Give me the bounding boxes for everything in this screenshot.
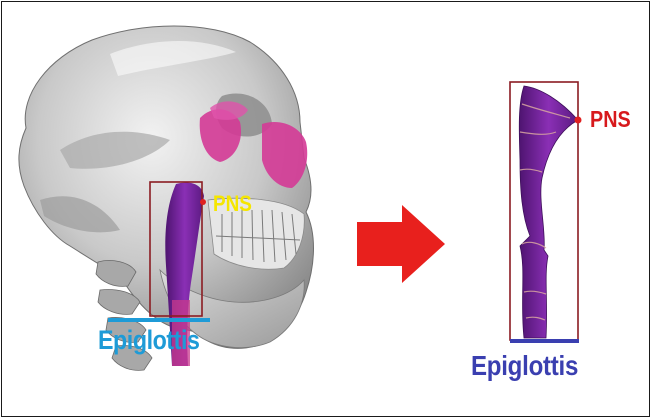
epiglottis-label-left: Epiglottis [98, 327, 199, 354]
segmented-airway [510, 82, 582, 341]
skull-rendering [19, 26, 314, 370]
pns-landmark-left [200, 199, 206, 205]
airway-right [519, 86, 578, 338]
transform-arrow [357, 205, 445, 283]
pns-label-left: PNS [213, 193, 252, 215]
epiglottis-label-right: Epiglottis [471, 352, 578, 380]
pns-label-right: PNS [590, 108, 631, 131]
pns-landmark-right [575, 117, 582, 124]
